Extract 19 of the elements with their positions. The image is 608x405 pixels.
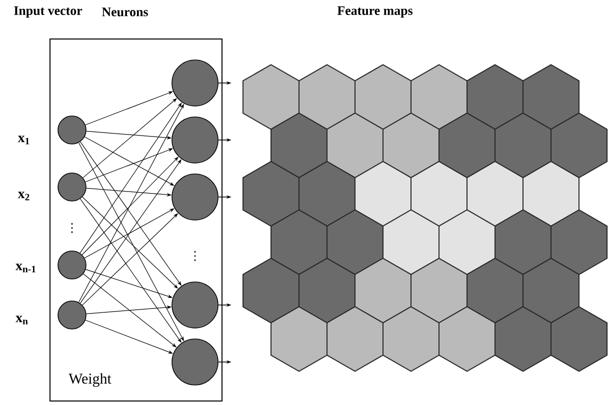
- input-neuron: [58, 250, 86, 280]
- input-neuron: [58, 116, 86, 144]
- column-heading: Neurons: [102, 8, 148, 16]
- output-neuron: [172, 60, 218, 106]
- output-neuron: [172, 282, 218, 328]
- output-neuron: [172, 116, 218, 164]
- output-neuron: [172, 338, 218, 386]
- input-neuron: [58, 172, 86, 202]
- input-neuron: [58, 300, 86, 330]
- input-label: x$_{n}$: [16, 316, 28, 324]
- input-label: x$_{n-1}$: [16, 264, 36, 272]
- output-neuron: [172, 174, 218, 220]
- input-label: x$_{2}$: [18, 192, 30, 200]
- column-heading: Input vector: [14, 6, 82, 18]
- ellipsis-mark: ⋮: [194, 251, 196, 261]
- ellipsis-mark: ⋮: [71, 223, 73, 233]
- column-heading: Feature maps: [337, 6, 412, 18]
- weight-label: Weight: [68, 373, 112, 387]
- input-label: x$_{1}$: [18, 136, 30, 144]
